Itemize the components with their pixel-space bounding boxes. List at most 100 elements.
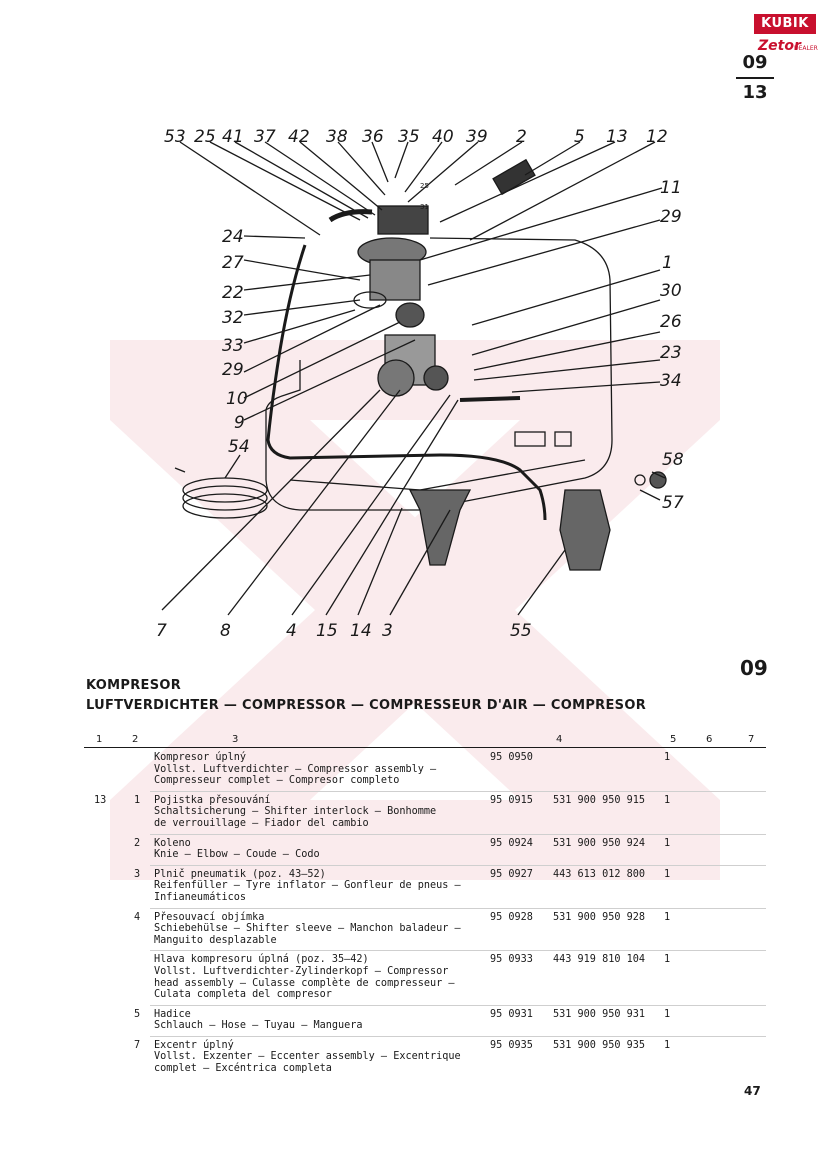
- desc-line: Hadice: [154, 1008, 191, 1020]
- callout-4: 4: [286, 621, 297, 641]
- cell-order-no: 95 0933: [490, 954, 533, 966]
- sheet-number-top: 09: [742, 52, 768, 73]
- logo-sub2: DEALER: [794, 45, 818, 52]
- callout-34: 34: [660, 371, 682, 391]
- cell-qty: 1: [664, 868, 671, 880]
- table-row: 5 Hadice Schlauch — Hose — Tuyau — Mangu…: [0, 1009, 826, 1032]
- callout-27: 27: [222, 253, 244, 273]
- callout-26: 26: [660, 312, 682, 332]
- callout-32: 32: [222, 308, 244, 328]
- cell-qty: 1: [664, 1008, 671, 1020]
- cell-description: Hadice Schlauch — Hose — Tuyau — Manguer…: [154, 1009, 484, 1032]
- row-separator: [150, 907, 766, 909]
- table-row: Kompresor úplný Vollst. Luftverdichter —…: [0, 752, 826, 787]
- cell-position: 4: [134, 911, 141, 923]
- desc-line: Kompresor úplný: [154, 752, 247, 763]
- cell-position: 2: [134, 837, 141, 849]
- callout-53: 53: [164, 127, 186, 147]
- header-rule: [84, 747, 766, 748]
- cell-position: 3: [134, 868, 141, 880]
- table-row: 7 Excentr úplný Vollst. Exzenter — Eccen…: [0, 1040, 826, 1075]
- callout-25: 25: [194, 127, 216, 147]
- col-header-7: 7: [748, 734, 755, 745]
- cell-description: Pojistka přesouvání Schaltsicherung — Sh…: [154, 795, 484, 830]
- callout-55: 55: [510, 621, 532, 641]
- callout-14: 14: [350, 621, 372, 641]
- desc-line: Vollst. Luftverdichter-Zylinderkopf — Co…: [154, 965, 449, 977]
- callout-29-left: 29: [222, 360, 244, 380]
- table-row: 3 Plnič pneumatik (poz. 43—52) Reifenfül…: [0, 869, 826, 904]
- cell-qty: 1: [664, 837, 671, 849]
- callout-12: 12: [646, 127, 668, 147]
- callout-38: 38: [326, 127, 348, 147]
- callout-54: 54: [228, 437, 250, 457]
- row-separator: [150, 950, 766, 952]
- callout-3: 3: [382, 621, 393, 641]
- desc-line: Infianeumáticos: [154, 891, 247, 903]
- callout-5: 5: [574, 127, 585, 147]
- table-row: 13 1 Pojistka přesouvání Schaltsicherung…: [0, 795, 826, 830]
- kubik-zetor-logo: KUBIK Zetor DEALER: [754, 14, 818, 64]
- cell-part-no: 531 900 950 928: [553, 911, 646, 923]
- compressor-exploded-diagram: 53 25 41 37 42 38 36 35 40 39 2 5 13 12 …: [156, 127, 684, 641]
- cell-description: Koleno Knie — Elbow — Coude — Codo: [154, 838, 484, 861]
- cell-order-no: 95 0950: [490, 752, 533, 763]
- callout-23: 23: [660, 343, 682, 363]
- cell-description: Excentr úplný Vollst. Exzenter — Eccente…: [154, 1040, 484, 1075]
- callout-9: 9: [234, 413, 245, 433]
- callout-30: 30: [660, 281, 682, 301]
- cell-order-no: 95 0915: [490, 794, 533, 806]
- desc-line: Excentr úplný: [154, 1039, 234, 1051]
- col-header-6: 6: [706, 734, 713, 745]
- desc-line: de verrouillage — Fiador del cambio: [154, 817, 369, 829]
- row-separator: [150, 790, 766, 792]
- cell-part-no: 531 900 950 924: [553, 837, 646, 849]
- callout-15: 15: [316, 621, 338, 641]
- desc-line: Culata completa del compresor: [154, 989, 332, 1001]
- callout-10: 10: [226, 389, 248, 409]
- small-label-31: 31: [420, 203, 429, 211]
- row-separator: [150, 1035, 766, 1037]
- callout-42: 42: [288, 127, 310, 147]
- col-header-4: 4: [556, 734, 563, 745]
- callout-7: 7: [156, 621, 167, 641]
- cell-order-no: 95 0935: [490, 1039, 533, 1051]
- callout-40: 40: [432, 127, 454, 147]
- cell-group: 13: [94, 794, 107, 806]
- parts-table: Kompresor úplný Vollst. Luftverdichter —…: [0, 752, 826, 1075]
- cell-description: Přesouvací objímka Schiebehülse — Shifte…: [154, 912, 484, 947]
- sheet-number-bottom: 13: [742, 82, 768, 103]
- cell-order-no: 95 0928: [490, 911, 533, 923]
- desc-line: complet — Excéntrica completa: [154, 1063, 332, 1075]
- cell-qty: 1: [664, 752, 671, 763]
- callout-2: 2: [516, 127, 527, 147]
- table-row: 4 Přesouvací objímka Schiebehülse — Shif…: [0, 912, 826, 947]
- desc-line: Hlava kompresoru úplná (poz. 35—42): [154, 954, 369, 966]
- callout-13: 13: [606, 127, 628, 147]
- sheet-divider: [736, 77, 774, 79]
- callout-37: 37: [254, 127, 276, 147]
- cell-qty: 1: [664, 1039, 671, 1051]
- section-number: 09: [740, 656, 768, 680]
- table-row: Hlava kompresoru úplná (poz. 35—42) Voll…: [0, 954, 826, 1000]
- desc-line: Schlauch — Hose — Tuyau — Manguera: [154, 1020, 363, 1032]
- callout-11: 11: [660, 178, 682, 198]
- cell-part-no: 443 919 810 104: [553, 954, 646, 966]
- col-header-1: 1: [96, 734, 103, 745]
- callout-8: 8: [220, 621, 231, 641]
- section-title: KOMPRESOR: [86, 678, 182, 693]
- table-row: 2 Koleno Knie — Elbow — Coude — Codo 95 …: [0, 838, 826, 861]
- page-number: 47: [744, 1084, 761, 1098]
- callout-35: 35: [398, 127, 420, 147]
- cell-order-no: 95 0927: [490, 868, 533, 880]
- callout-22: 22: [222, 283, 244, 303]
- desc-line: Vollst. Luftverdichter — Compressor asse…: [154, 763, 437, 775]
- desc-line: Přesouvací objímka: [154, 911, 265, 923]
- callout-24: 24: [222, 227, 244, 247]
- cell-position: 1: [134, 794, 141, 806]
- small-label-25: 25: [420, 182, 429, 190]
- cell-part-no: 443 613 012 800: [553, 868, 646, 880]
- desc-line: Plnič pneumatik (poz. 43—52): [154, 868, 326, 880]
- section-title-translations: LUFTVERDICHTER — COMPRESSOR — COMPRESSEU…: [86, 698, 646, 713]
- cell-position: 5: [134, 1008, 141, 1020]
